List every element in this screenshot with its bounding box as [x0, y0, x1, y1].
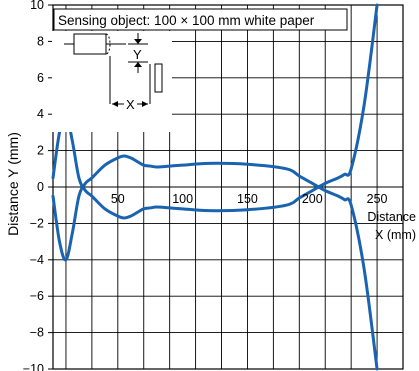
y-tick-label: 0: [37, 180, 44, 194]
y-axis-label: Distance Y (mm): [5, 132, 21, 236]
series-group: [51, 3, 379, 371]
white-paper-target: [154, 63, 163, 93]
sensor-lens: [105, 33, 111, 55]
x-tick-label: 250: [367, 192, 388, 206]
sensor-body: [73, 33, 107, 55]
annotation-box: [53, 8, 348, 31]
series-line-2: [51, 154, 379, 371]
diagram-x-label: X: [126, 97, 135, 112]
y-tick-label: 4: [37, 107, 44, 121]
annotation-text: Sensing object: 100 × 100 mm white paper: [58, 13, 315, 28]
x-tick-label: 100: [172, 192, 193, 206]
y-tick-label: −8: [30, 326, 44, 340]
y-tick-label: −4: [30, 253, 44, 267]
setup-diagram: [52, 31, 172, 132]
diagram-y-label: Y: [133, 47, 142, 62]
x-axis-label-line1: Distance: [367, 210, 416, 224]
y-tick-label: 8: [37, 34, 44, 48]
y-tick-label: −2: [30, 216, 44, 230]
y-tick-label: −6: [30, 289, 44, 303]
x-tick-label: 150: [237, 192, 258, 206]
tick-labels: 10 8 6 4 2 0 −2 −4 −6 −8 −10 50 100 150 200 250: [23, 0, 388, 371]
y-tick-label: 10: [30, 0, 44, 12]
y-tick-label: 2: [37, 144, 44, 158]
y-tick-label: 6: [37, 71, 44, 85]
y-tick-label: −10: [23, 362, 44, 371]
x-tick-label: 200: [302, 192, 323, 206]
x-tick-label: 50: [111, 192, 125, 206]
x-axis-label-line2: X (mm): [375, 228, 416, 242]
